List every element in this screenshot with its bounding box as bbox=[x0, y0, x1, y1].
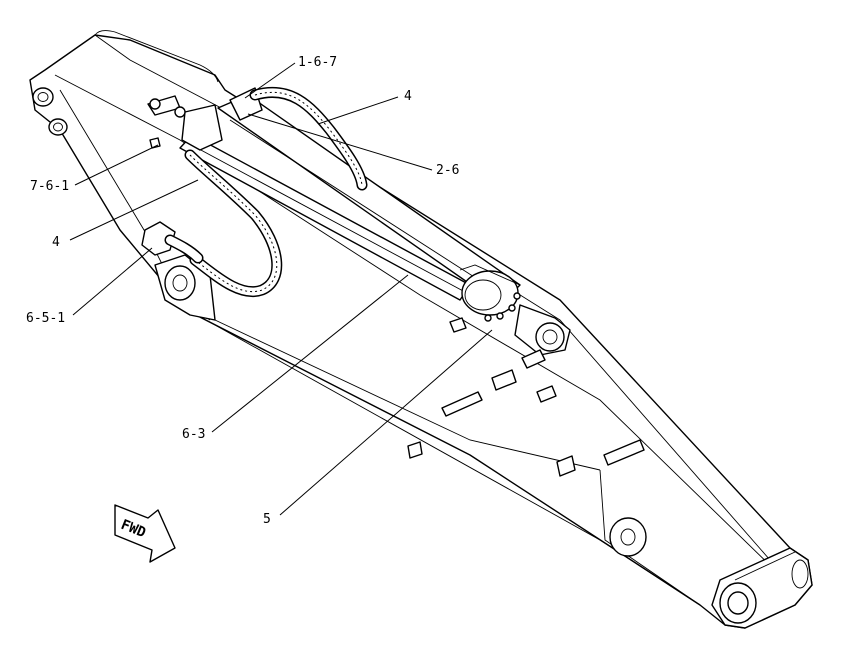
clamps-brackets bbox=[147, 95, 645, 477]
leader-1-6-7 bbox=[244, 62, 296, 99]
leader-lines bbox=[69, 62, 493, 516]
callout-7-6-1: 7-6-1 bbox=[30, 179, 69, 194]
callout-1-6-7: 1-6-7 bbox=[298, 55, 337, 70]
callout-4-top: 4 bbox=[404, 89, 412, 104]
leader-5 bbox=[279, 329, 493, 516]
callout-6-5-1: 6-5-1 bbox=[26, 311, 65, 326]
hydraulic-cylinder bbox=[179, 87, 571, 356]
leader-6-3 bbox=[211, 274, 409, 433]
fwd-direction-arrow: FWD bbox=[114, 504, 176, 563]
leader-7-6-1 bbox=[74, 144, 159, 186]
leader-2-6 bbox=[247, 113, 433, 171]
leader-4-left bbox=[69, 179, 199, 241]
callout-labels: 1-6-7 4 2-6 7-6-1 4 6-5-1 6-3 5 bbox=[26, 55, 459, 527]
leader-4-top bbox=[317, 96, 399, 125]
hose-fitting-left bbox=[141, 221, 204, 264]
leader-6-5-1 bbox=[72, 247, 153, 316]
callout-2-6: 2-6 bbox=[436, 163, 459, 178]
cylinder-foot-boss bbox=[154, 254, 216, 321]
callout-4-left: 4 bbox=[52, 235, 60, 250]
callout-5: 5 bbox=[263, 512, 271, 527]
callout-6-3: 6-3 bbox=[182, 427, 205, 442]
hose-lower-loop bbox=[184, 149, 283, 298]
boom-foot-end bbox=[711, 547, 813, 629]
lower-boss bbox=[609, 517, 647, 557]
hose-upper bbox=[249, 86, 368, 191]
